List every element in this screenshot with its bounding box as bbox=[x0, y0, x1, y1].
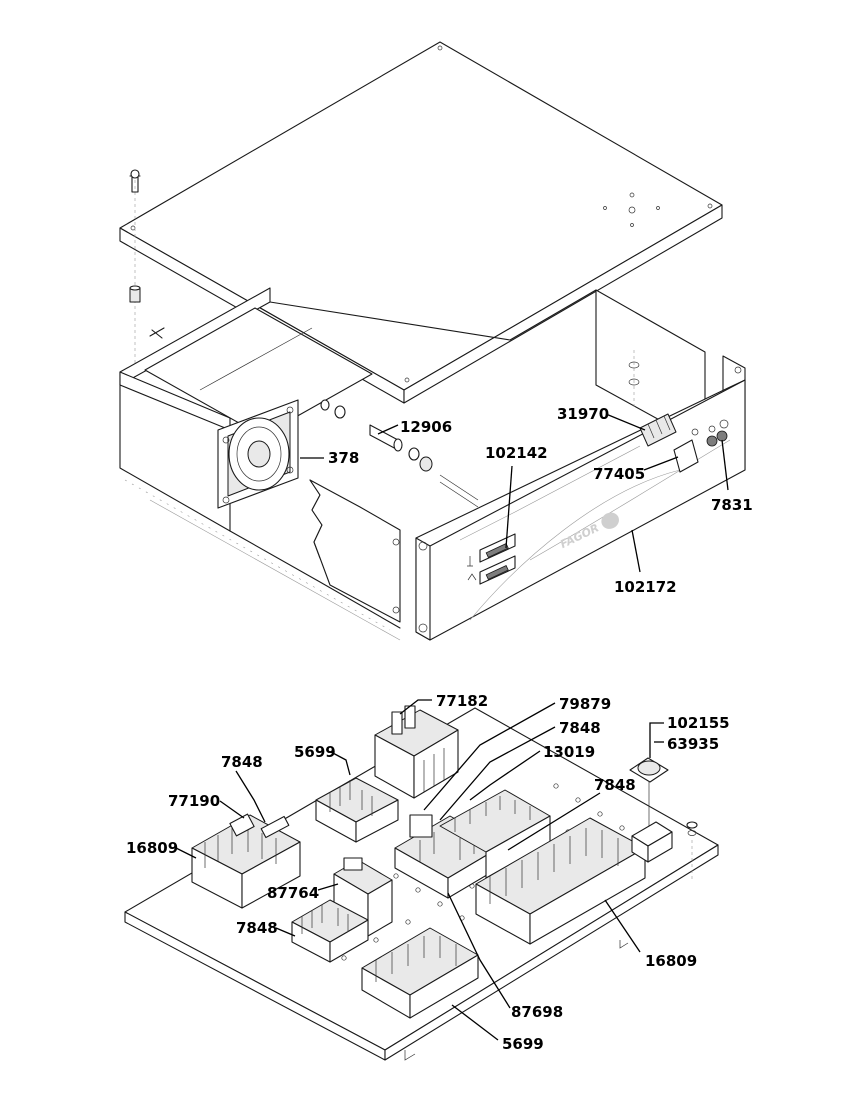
mounting-hole bbox=[597, 811, 603, 817]
enclosure-assembly: FAGOR 12906 bbox=[119, 41, 753, 641]
mounting-hole bbox=[341, 955, 347, 961]
callout-63935: 63935 bbox=[667, 735, 719, 753]
cover-screw bbox=[129, 169, 165, 375]
callout-16809-a: 16809 bbox=[126, 839, 178, 857]
rear-terminal-block bbox=[459, 413, 677, 541]
callout-102142: 102142 bbox=[485, 444, 548, 462]
callout-7848-b: 7848 bbox=[594, 776, 636, 794]
callout-378: 378 bbox=[328, 449, 359, 467]
enclosure-callouts: 12906 378 31970 102142 77405 7831 102172 bbox=[300, 405, 753, 596]
callout-87698: 87698 bbox=[511, 1003, 563, 1021]
filter-63935 bbox=[629, 757, 673, 863]
mounting-hole bbox=[415, 887, 421, 893]
right-washers bbox=[628, 350, 640, 410]
panel-meter-displays bbox=[467, 533, 516, 585]
mounting-hole bbox=[619, 825, 625, 831]
front-panel: FAGOR bbox=[415, 379, 746, 641]
terminal-group-5699-bottom bbox=[361, 927, 479, 1019]
relay-77182 bbox=[374, 705, 459, 799]
callout-77190: 77190 bbox=[168, 792, 220, 810]
terminal-group-13019 bbox=[439, 789, 551, 879]
cooling-fan bbox=[217, 399, 299, 509]
fuse-holder-parts bbox=[320, 399, 479, 508]
callout-31970: 31970 bbox=[557, 405, 609, 423]
callout-87764: 87764 bbox=[267, 884, 319, 902]
enclosure-body bbox=[119, 287, 746, 641]
thermostat-switch bbox=[673, 428, 699, 473]
mounting-hole bbox=[575, 797, 581, 803]
callout-79879: 79879 bbox=[559, 695, 611, 713]
callout-12906: 12906 bbox=[400, 418, 452, 436]
callout-7848-c: 7848 bbox=[221, 753, 263, 771]
din-mounting-plate-assembly: 77182 79879 7848 13019 102155 63935 7848… bbox=[124, 692, 730, 1061]
callout-7848-a: 7848 bbox=[559, 719, 601, 737]
plate-screw bbox=[686, 821, 698, 880]
callout-16809-b: 16809 bbox=[645, 952, 697, 970]
callout-5699-b: 5699 bbox=[502, 1035, 544, 1053]
mounting-hole bbox=[393, 873, 399, 879]
mounting-hole bbox=[405, 919, 411, 925]
callout-77182: 77182 bbox=[436, 692, 488, 710]
mounting-hole bbox=[437, 901, 443, 907]
callout-7848-d: 7848 bbox=[236, 919, 278, 937]
callout-102155: 102155 bbox=[667, 714, 730, 732]
plate-callouts: 77182 79879 7848 13019 102155 63935 7848… bbox=[126, 692, 730, 1053]
callout-77405: 77405 bbox=[593, 465, 645, 483]
terminal-group-7848-left bbox=[291, 899, 369, 963]
terminal-group-5699-top bbox=[315, 777, 399, 843]
callout-5699-a: 5699 bbox=[294, 743, 336, 761]
callout-13019: 13019 bbox=[543, 743, 595, 761]
terminal-group-16809-left bbox=[191, 813, 301, 909]
callout-102172: 102172 bbox=[614, 578, 677, 596]
panel-jacks bbox=[706, 419, 729, 447]
terminal-group-16809-right bbox=[475, 817, 646, 945]
mounting-hole bbox=[553, 783, 559, 789]
mounting-hole bbox=[373, 937, 379, 943]
plate-leaders bbox=[175, 699, 664, 1041]
callout-7831: 7831 bbox=[711, 496, 753, 514]
